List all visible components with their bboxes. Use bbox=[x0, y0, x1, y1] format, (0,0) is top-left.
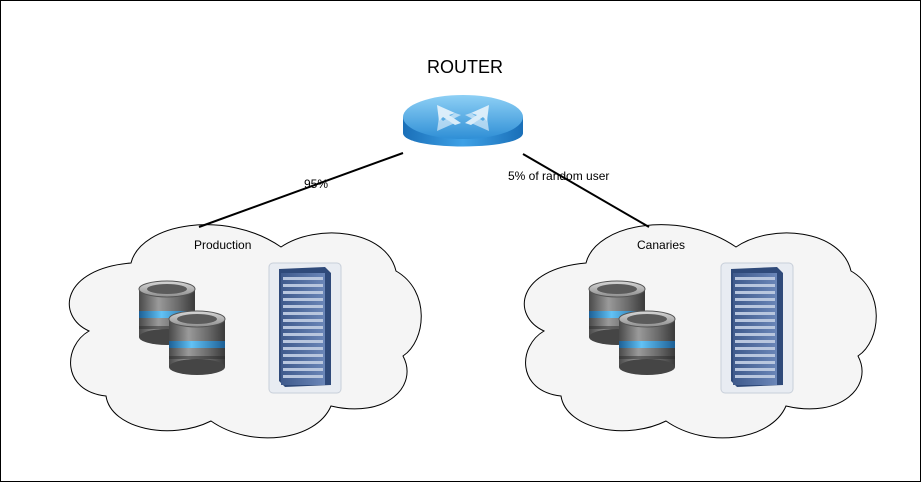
canaries-cloud bbox=[523, 224, 877, 439]
link-production bbox=[198, 152, 404, 228]
link-label-canaries: 5% of random user bbox=[508, 169, 610, 183]
production-server-icon bbox=[268, 262, 342, 394]
link-canaries bbox=[522, 153, 650, 228]
production-cloud bbox=[68, 224, 422, 439]
cloud-label-production: Production bbox=[194, 238, 252, 252]
canaries-server-icon bbox=[720, 262, 794, 394]
router-label: ROUTER bbox=[427, 57, 503, 77]
cloud-label-canaries: Canaries bbox=[637, 238, 686, 252]
router-icon bbox=[403, 95, 523, 147]
link-label-production: 95% bbox=[304, 177, 329, 191]
